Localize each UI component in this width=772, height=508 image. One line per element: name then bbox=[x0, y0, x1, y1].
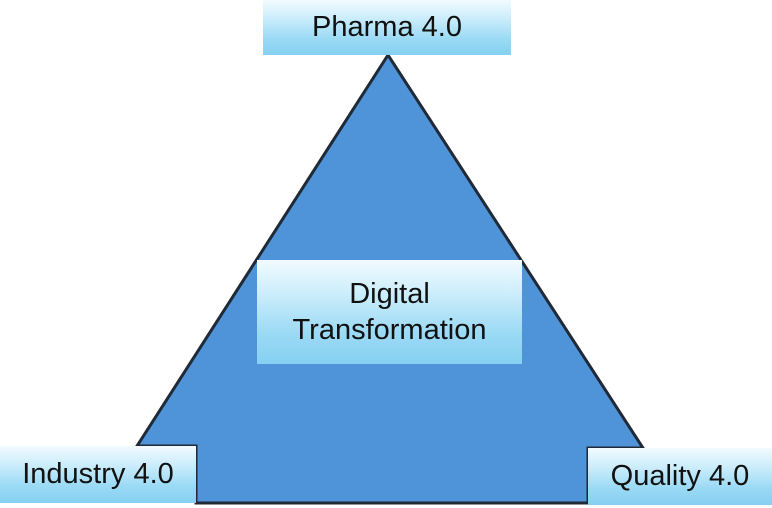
pharma-4-0-text: Pharma 4.0 bbox=[312, 11, 462, 44]
industry-4-0-label: Industry 4.0 bbox=[0, 446, 196, 503]
digital-transformation-text-line2: Transformation bbox=[292, 314, 487, 346]
digital-transformation-text-line1: Digital bbox=[349, 277, 430, 310]
industry-4-0-text: Industry 4.0 bbox=[22, 458, 174, 491]
quality-4-0-text: Quality 4.0 bbox=[610, 460, 750, 493]
quality-4-0-label: Quality 4.0 bbox=[588, 448, 772, 505]
digital-transformation-label: Digital Transformation bbox=[257, 260, 522, 364]
pharma-4-0-label: Pharma 4.0 bbox=[263, 0, 511, 55]
